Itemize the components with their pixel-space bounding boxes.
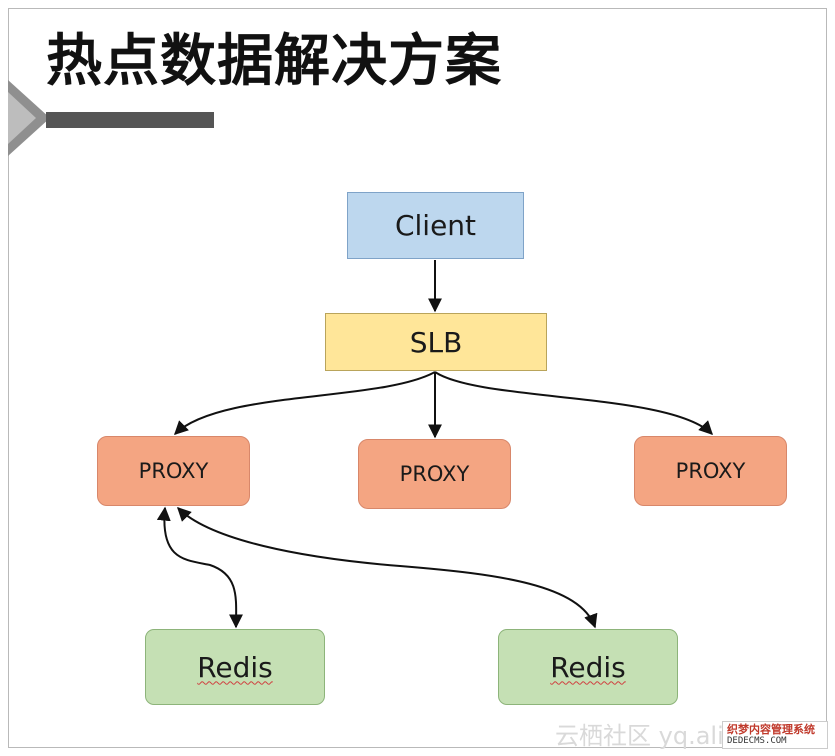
redis-label: Redis — [550, 650, 626, 684]
redis-label: Redis — [197, 650, 273, 684]
slb-label: SLB — [409, 325, 463, 359]
slide-title: 热点数据解决方案 — [46, 29, 502, 94]
proxy-label: PROXY — [675, 459, 746, 483]
proxy-label: PROXY — [399, 462, 470, 486]
logo-line-1: 织梦内容管理系统 — [727, 723, 815, 736]
arrow-slb-to-proxy-right — [434, 371, 713, 435]
proxy-label: PROXY — [138, 459, 209, 483]
watermark-text: 云栖社区 yq.ali — [555, 722, 724, 750]
client-node: Client — [347, 192, 524, 259]
proxy-node-middle: PROXY — [358, 439, 511, 509]
client-label: Client — [394, 209, 477, 242]
proxy-node-left: PROXY — [97, 436, 250, 506]
title-underline-bar — [46, 112, 214, 128]
redis-node-left: Redis — [145, 629, 325, 705]
arrow-proxy-to-redis-left — [156, 506, 244, 629]
redis-node-right: Redis — [498, 629, 678, 705]
slb-node: SLB — [325, 313, 547, 371]
arrow-proxy-to-redis-right — [177, 507, 598, 629]
title-accent-wedge-inner — [8, 92, 36, 144]
arrow-slb-to-proxy-left — [173, 371, 436, 435]
logo-line-2: DEDECMS.COM — [727, 736, 787, 746]
watermark-logo: 织梦内容管理系统 DEDECMS.COM — [722, 721, 828, 749]
proxy-node-right: PROXY — [634, 436, 787, 506]
